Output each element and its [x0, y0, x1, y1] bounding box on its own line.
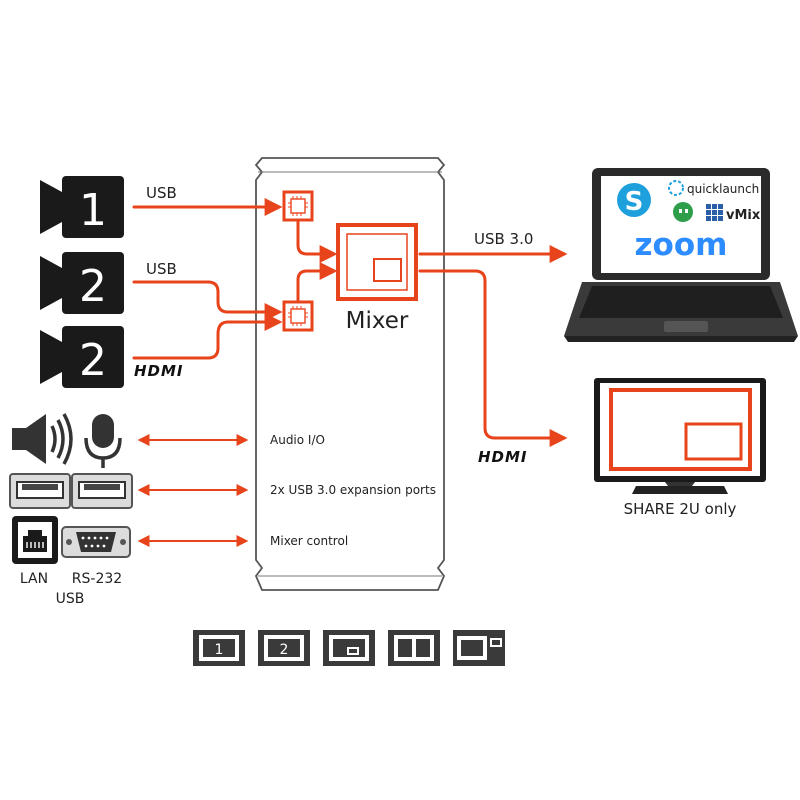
layout-pip-icon — [323, 630, 375, 666]
rs232-label: RS-232 — [72, 571, 122, 587]
camera-2-number: 2 — [79, 261, 107, 312]
chip2-to-mixer-wire — [296, 262, 338, 304]
peripheral-usb-label: USB — [56, 591, 85, 607]
input-chip-2 — [282, 300, 314, 332]
camera-2-icon: 2 — [40, 252, 124, 314]
camera2-usb-wire — [132, 280, 283, 321]
usb-input-label-1: USB — [146, 184, 177, 202]
hdmi-input-label: HDMI — [134, 362, 184, 380]
port-control-label: Mixer control — [270, 534, 348, 548]
layout-single-2-icon: 2 — [258, 630, 310, 666]
quicklaunch-logo-icon — [668, 180, 684, 196]
camera3-hdmi-wire — [132, 313, 283, 360]
usb-output-label: USB 3.0 — [474, 230, 533, 248]
microphone-icon — [84, 414, 122, 468]
svg-text:S: S — [625, 187, 644, 217]
usb-input-label-2: USB — [146, 260, 177, 278]
skype-logo-icon: S — [617, 183, 651, 217]
hdmi-output-label: HDMI — [478, 448, 528, 466]
layout-1-label: 1 — [215, 642, 224, 658]
camera-1-number: 1 — [79, 185, 107, 236]
vmix-logo-icon — [706, 204, 723, 221]
mixer-box — [254, 157, 446, 591]
hangouts-logo-icon — [673, 202, 693, 222]
lan-port-icon — [12, 516, 58, 564]
usb-port-1-icon — [9, 473, 71, 509]
port-usb-expansion-label: 2x USB 3.0 expansion ports — [270, 483, 436, 497]
camera-3-icon: 2 — [40, 326, 124, 388]
port-audio-label: Audio I/O — [270, 433, 325, 447]
chip1-to-mixer-wire — [296, 218, 338, 263]
lan-label: LAN — [20, 571, 48, 587]
layout-split-icon — [388, 630, 440, 666]
zoom-label: zoom — [635, 227, 728, 263]
hdmi-output-wire — [418, 269, 568, 447]
camera-3-number: 2 — [79, 335, 107, 386]
usb-port-2-icon — [71, 473, 133, 509]
mixer-block — [336, 223, 418, 301]
layout-side-pip-icon — [453, 630, 505, 666]
input-chip-1 — [282, 190, 314, 222]
layout-single-1-icon: 1 — [193, 630, 245, 666]
layout-2-label: 2 — [280, 642, 289, 658]
monitor-caption: SHARE 2U only — [624, 500, 737, 518]
camera-1-icon: 1 — [40, 176, 124, 238]
quicklaunch-label: quicklaunch — [687, 182, 759, 196]
speaker-icon — [12, 413, 73, 465]
mixer-label: Mixer — [346, 308, 409, 334]
monitor-icon — [594, 378, 766, 494]
vmix-label: vMix — [726, 208, 761, 223]
rs232-port-icon — [61, 526, 131, 558]
laptop-icon — [564, 168, 798, 342]
